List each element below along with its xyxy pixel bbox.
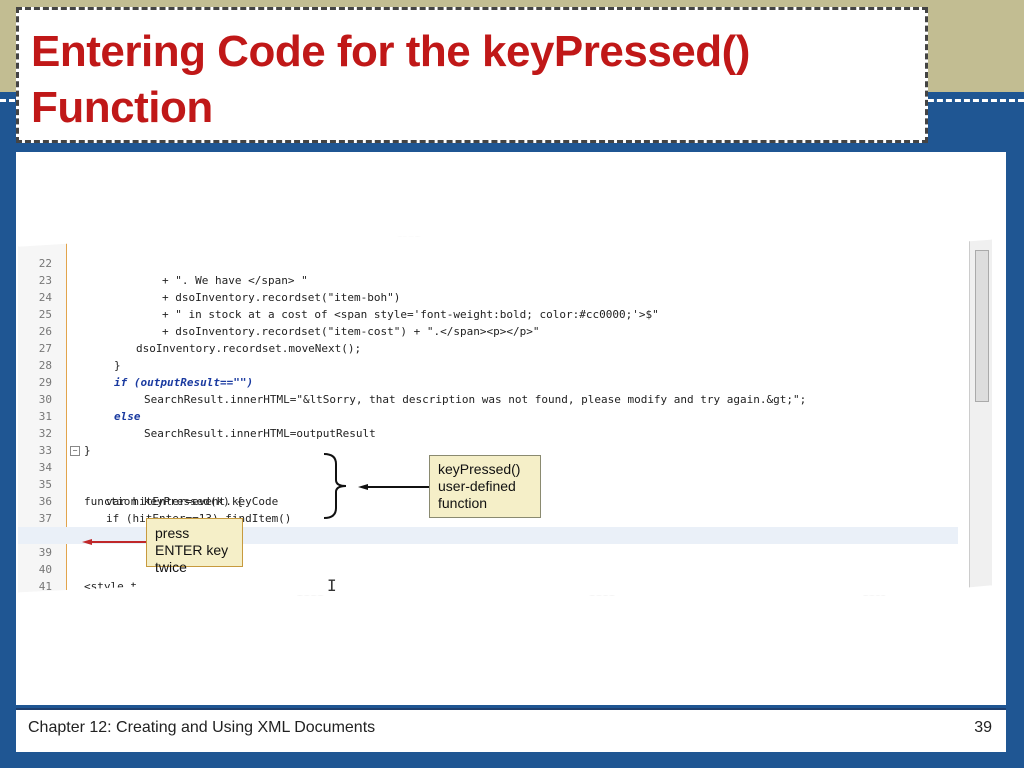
- text-cursor-icon: I: [327, 576, 337, 595]
- arrow-left-icon: [82, 539, 148, 545]
- slide-footer: Chapter 12: Creating and Using XML Docum…: [16, 708, 1006, 752]
- code-line: 30 else: [38, 393, 141, 423]
- code-line: 27 }: [38, 342, 121, 372]
- slide-title: Entering Code for the keyPressed() Funct…: [31, 27, 750, 132]
- page-number: 39: [974, 719, 992, 736]
- code-line: 41 <!--: [38, 580, 52, 593]
- keypressed-callout: keyPressed() user-defined function: [429, 455, 541, 518]
- code-line: 34 − function keyPressed(k) {: [38, 446, 243, 508]
- code-line: 33: [38, 444, 52, 457]
- code-line: 22 + ". We have </span> ": [38, 257, 308, 287]
- title-box: Entering Code for the keyPressed() Funct…: [16, 7, 928, 143]
- brace-icon: [323, 453, 347, 519]
- scrollbar-thumb[interactable]: [975, 250, 989, 402]
- code-line: 29 SearchResult.innerHTML="&ltSorry, tha…: [38, 376, 807, 406]
- arrow-left-icon: [358, 484, 430, 490]
- footer-chapter-title: Chapter 12: Creating and Using XML Docum…: [28, 719, 376, 736]
- fold-toggle-icon[interactable]: −: [70, 446, 80, 456]
- code-line: 23 + dsoInventory.recordset("item-boh"): [38, 274, 401, 304]
- code-line: 35 var hitEnter=event.keyCode: [38, 478, 279, 508]
- code-line: 28 if (outputResult==""): [38, 359, 254, 389]
- code-line: 32 }: [38, 427, 91, 457]
- code-line: 26 dsoInventory.recordset.moveNext();: [38, 325, 362, 355]
- code-line-current[interactable]: 39: [18, 527, 958, 559]
- press-enter-callout: press ENTER key twice: [146, 518, 243, 575]
- code-line: 25 + dsoInventory.recordset("item-cost")…: [38, 308, 540, 338]
- code-line: 24 + " in stock at a cost of <span style…: [38, 291, 659, 321]
- code-line: 31 SearchResult.innerHTML=outputResult: [38, 410, 376, 440]
- vertical-scrollbar[interactable]: [969, 236, 992, 596]
